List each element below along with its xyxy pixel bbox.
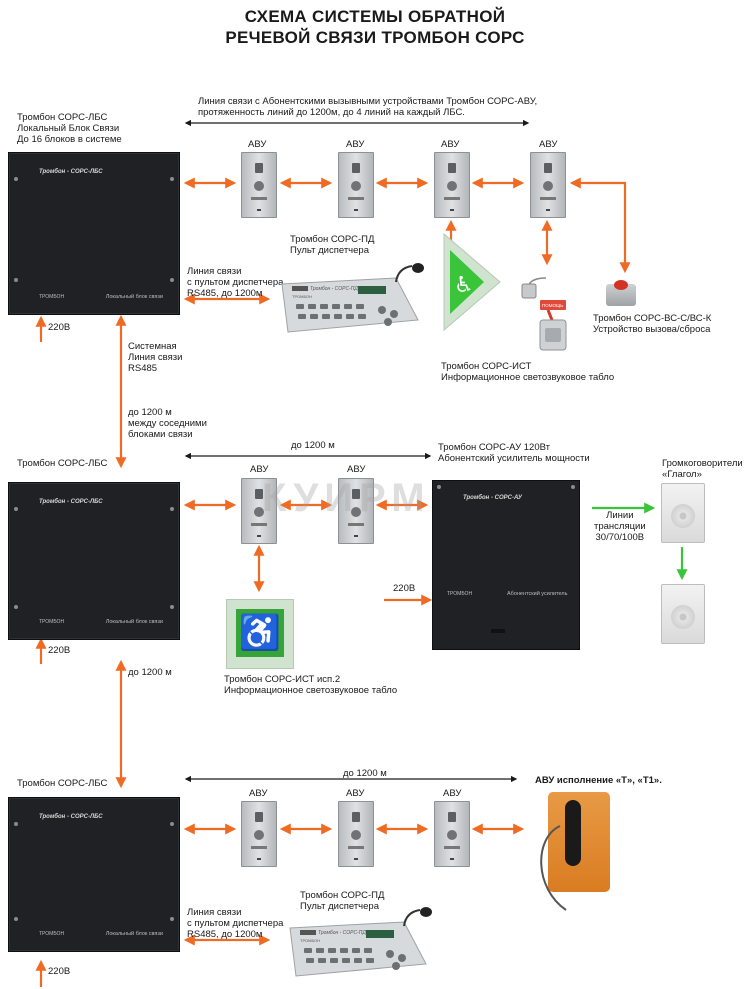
console-logo: ТРОМБОН <box>292 294 312 299</box>
system-line-label: Системная Линия связи RS485 <box>128 341 183 374</box>
avu-caption: АВУ <box>441 139 460 150</box>
avu-device <box>338 801 374 867</box>
dispatcher-console-3: Тромбон - СОРС-ПД ТРОМБОН <box>289 907 432 977</box>
avu-device <box>434 152 470 218</box>
console3-line-label: Линия связи с пультом диспетчера RS485, … <box>187 907 284 940</box>
amp-logo: ТРОМБОН <box>447 591 473 597</box>
ist-light-panel: ♿ <box>443 232 501 332</box>
avu-t-label: АВУ исполнение «Т», «Т1». <box>535 775 662 786</box>
wheelchair-icon: ♿ <box>236 609 284 657</box>
lbs-brand: Тромбон - СОРС-ЛБС <box>39 499 103 505</box>
speakers-label: Громкоговорители «Глагол» <box>662 458 743 480</box>
avu-caption: АВУ <box>248 139 267 150</box>
lbs-brand: Тромбон - СОРС-ЛБС <box>39 169 103 175</box>
pd1-label: Тромбон СОРС-ПД Пульт диспетчера <box>290 234 375 256</box>
screw <box>170 605 174 609</box>
screw <box>170 278 174 282</box>
lbs-panel-text: Локальный блок связи <box>105 294 163 300</box>
avu-device <box>530 152 566 218</box>
link-avu4-button <box>569 177 631 274</box>
lbs1-label: Тромбон СОРС-ЛБС Локальный Блок Связи До… <box>17 112 122 145</box>
screw <box>437 485 441 489</box>
avu-caption: АВУ <box>443 788 462 799</box>
screw <box>14 278 18 282</box>
power-label-3: 220В <box>48 966 71 977</box>
ist2-label: Тромбон СОРС-ИСТ исп.2 Информационное св… <box>224 674 398 696</box>
amp-power-label: 220В <box>393 583 416 594</box>
amp-brand: Тромбон - СОРС-АУ <box>463 495 522 501</box>
loudspeaker <box>661 483 705 543</box>
screw <box>14 822 18 826</box>
distance-label-mid: до 1200 м <box>291 440 335 451</box>
console-logo: ТРОМБОН <box>300 938 320 943</box>
pd3-label: Тромбон СОРС-ПД Пульт диспетчера <box>300 890 385 912</box>
amp-panel-text: Абонентский усилитель <box>507 591 568 597</box>
wheelchair-icon: ♿ <box>454 273 474 298</box>
avu-device <box>241 801 277 867</box>
console1-line-label: Линия связи с пультом диспетчера RS485, … <box>187 266 284 299</box>
avu-device <box>338 478 374 544</box>
avu-caption: АВУ <box>346 788 365 799</box>
line-label-top: Линия связи с Абонентскими вызывными уст… <box>198 96 538 118</box>
screw <box>170 507 174 511</box>
avu-device <box>241 478 277 544</box>
phone-cord <box>540 825 567 911</box>
lbs-panel-text: Локальный блок связи <box>105 619 163 625</box>
badge-text: ПОМОЩЬ <box>542 303 563 308</box>
call-reset-button-device <box>606 280 636 306</box>
power-label-1: 220В <box>48 322 71 333</box>
screw <box>170 822 174 826</box>
between-distance-label-2: до 1200 м <box>128 667 172 678</box>
ist-label: Тромбон СОРС-ИСТ Информационное светозву… <box>441 361 615 383</box>
amplifier-unit: Тромбон - СОРС-АУ ТРОМБОН Абонентский ус… <box>432 480 580 650</box>
distance-label-bottom: до 1200 м <box>343 768 387 779</box>
screw <box>14 177 18 181</box>
dispatcher-console-1: Тромбон - СОРС-ПД ТРОМБОН <box>281 263 424 333</box>
ist2-light-panel: ♿ <box>226 599 294 669</box>
screw <box>170 917 174 921</box>
lbs-brand: Тромбон - СОРС-ЛБС <box>39 814 103 820</box>
avu-caption: АВУ <box>347 464 366 475</box>
screw <box>571 485 575 489</box>
loudspeaker <box>661 584 705 644</box>
call-badge: ПОМОЩЬ <box>521 277 567 351</box>
screw <box>14 917 18 921</box>
avu-caption: АВУ <box>249 788 268 799</box>
lbs2-label: Тромбон СОРС-ЛБС <box>17 458 108 469</box>
lbs-panel-text: Локальный блок связи <box>105 931 163 937</box>
avu-caption: АВУ <box>539 139 558 150</box>
avu-caption: АВУ <box>346 139 365 150</box>
lbs-unit-1: Тромбон - СОРС-ЛБС ТРОМБОН Локальный бло… <box>8 152 180 315</box>
lbs-logo: ТРОМБОН <box>39 294 65 300</box>
vs-label: Тромбон СОРС-ВС-С/ВС-К Устройство вызова… <box>593 313 712 335</box>
avu-device <box>241 152 277 218</box>
amp-label: Тромбон СОРС-АУ 120Вт Абонентский усилит… <box>438 442 590 464</box>
amp-slot <box>491 629 505 633</box>
lbs-unit-2: Тромбон - СОРС-ЛБС ТРОМБОН Локальный бло… <box>8 482 180 640</box>
avu-caption: АВУ <box>250 464 269 475</box>
lbs-logo: ТРОМБОН <box>39 931 65 937</box>
page-title: СХЕМА СИСТЕМЫ ОБРАТНОЙ РЕЧЕВОЙ СВЯЗИ ТРО… <box>225 7 525 47</box>
console-brand: Тромбон - СОРС-ПД <box>310 286 358 292</box>
between-distance-label: до 1200 м между соседними блоками связи <box>128 407 207 440</box>
watermark: КУИРМ <box>262 476 431 520</box>
console-brand: Тромбон - СОРС-ПД <box>318 930 366 936</box>
screw <box>170 177 174 181</box>
avu-device <box>434 801 470 867</box>
lbs-unit-3: Тромбон - СОРС-ЛБС ТРОМБОН Локальный бло… <box>8 797 180 952</box>
power-label-2: 220В <box>48 645 71 656</box>
lbs3-label: Тромбон СОРС-ЛБС <box>17 778 108 789</box>
avu-device <box>338 152 374 218</box>
lbs-logo: ТРОМБОН <box>39 619 65 625</box>
screw <box>14 507 18 511</box>
broadcast-lines-label: Линии трансляции 30/70/100В <box>594 510 646 543</box>
phone-handset-icon <box>565 800 581 866</box>
screw <box>14 605 18 609</box>
